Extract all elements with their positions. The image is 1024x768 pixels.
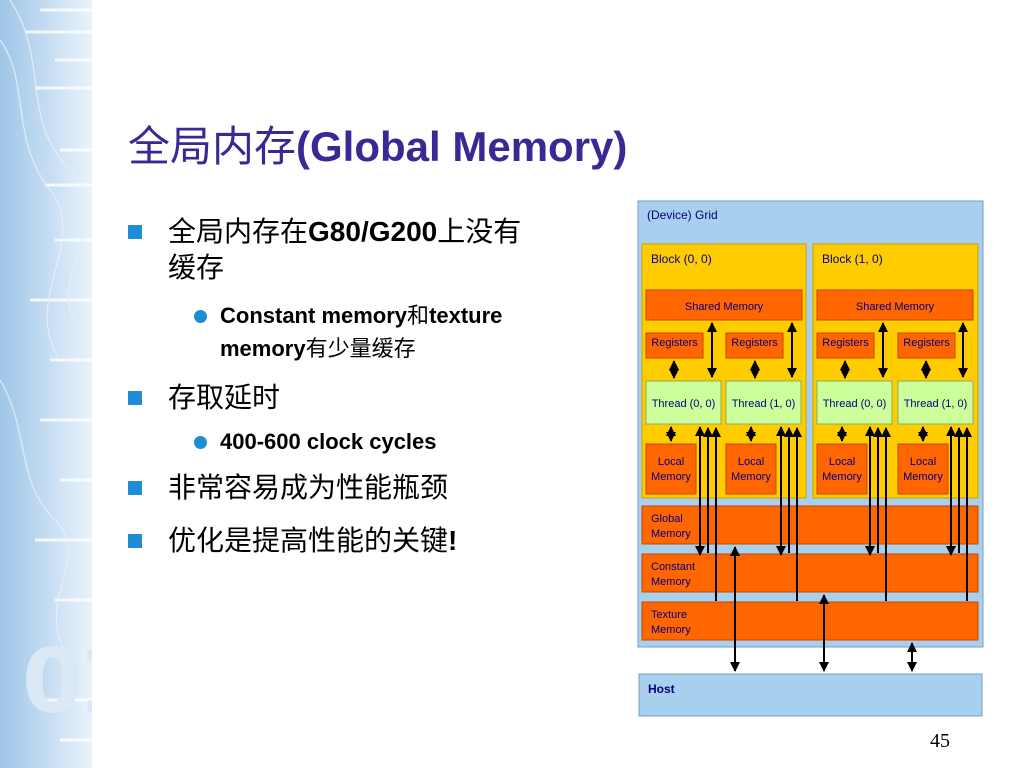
square-bullet-icon bbox=[128, 225, 142, 239]
slide-title: 全局内存(Global Memory) bbox=[128, 112, 627, 182]
bullet-text-bold: ! bbox=[448, 525, 458, 556]
bullet-bottleneck: 非常容易成为性能瓶颈 bbox=[128, 470, 588, 506]
square-bullet-icon bbox=[128, 391, 142, 405]
decorative-lines bbox=[0, 0, 92, 742]
local-memory-label: Memory bbox=[651, 471, 691, 483]
device-grid-label: (Device) Grid bbox=[647, 208, 718, 222]
sub-bullet-text-cn: 和 bbox=[407, 304, 430, 329]
shared-memory-box bbox=[645, 289, 803, 321]
square-bullet-icon bbox=[128, 534, 142, 548]
thread-box bbox=[645, 380, 722, 425]
global-memory-box bbox=[641, 505, 979, 545]
global-memory-label: Global bbox=[651, 513, 683, 525]
registers-box bbox=[725, 332, 784, 359]
sub-bullet-text: Constant memory bbox=[220, 303, 408, 328]
square-bullet-icon bbox=[128, 481, 142, 495]
bullet-text: 非常容易成为性能瓶颈 bbox=[168, 471, 449, 504]
registers-box bbox=[897, 332, 956, 359]
sub-bullet-text-cn: 有少量缓存 bbox=[305, 337, 416, 362]
registers-label: Registers bbox=[731, 337, 778, 349]
title-latin: (Global Memory) bbox=[296, 123, 628, 170]
sub-bullet-text: 400-600 clock cycles bbox=[220, 429, 437, 454]
texture-memory-label: Texture bbox=[651, 609, 687, 621]
bullet-text: 存取延时 bbox=[168, 381, 281, 414]
registers-box bbox=[816, 332, 875, 359]
thread-label: Thread (1, 0) bbox=[904, 398, 968, 410]
title-cn: 全局内存 bbox=[128, 122, 297, 171]
thread-box bbox=[816, 380, 893, 425]
local-memory-label: Local bbox=[658, 456, 684, 468]
local-memory-label: Memory bbox=[903, 471, 943, 483]
diagram-arrows bbox=[666, 322, 972, 672]
sub-bullet-text: texture bbox=[429, 303, 503, 328]
host-box bbox=[638, 673, 983, 717]
global-memory-label: Memory bbox=[651, 528, 691, 540]
constant-memory-label: Constant bbox=[651, 561, 695, 573]
shared-memory-box bbox=[816, 289, 974, 321]
registers-label: Registers bbox=[651, 337, 698, 349]
local-memory-label: Local bbox=[910, 456, 936, 468]
round-bullet-icon bbox=[194, 436, 207, 449]
host-label: Host bbox=[648, 682, 675, 696]
round-bullet-icon bbox=[194, 310, 207, 323]
local-memory-box bbox=[816, 443, 868, 495]
page-number: 45 bbox=[930, 730, 950, 752]
block-label: Block (1, 0) bbox=[822, 252, 883, 266]
block-1-0: Block (1, 0) Shared Memory Registers Reg… bbox=[812, 243, 979, 499]
sub-bullet-text: memory bbox=[220, 336, 306, 361]
bullet-text-line2: 缓存 bbox=[168, 251, 225, 284]
registers-box bbox=[645, 332, 704, 359]
shared-memory-label: Shared Memory bbox=[685, 301, 764, 313]
bullet-text: 全局内存在 bbox=[168, 215, 309, 248]
bullet-optimization-key: 优化是提高性能的关键! bbox=[128, 523, 588, 559]
decorative-side-strip: 01 bbox=[0, 0, 92, 768]
local-memory-label: Local bbox=[829, 456, 855, 468]
bullet-access-latency: 存取延时 bbox=[128, 380, 588, 416]
thread-label: Thread (0, 0) bbox=[652, 398, 716, 410]
local-memory-box bbox=[645, 443, 697, 495]
registers-label: Registers bbox=[903, 337, 950, 349]
bullet-text: 上没有 bbox=[437, 215, 522, 248]
bullet-global-memory-cache: 全局内存在G80/G200上没有 缓存 bbox=[128, 214, 588, 286]
local-memory-box bbox=[725, 443, 777, 495]
sub-bullet-clock-cycles: 400-600 clock cycles bbox=[194, 426, 550, 458]
local-memory-label: Memory bbox=[822, 471, 862, 483]
block-label: Block (0, 0) bbox=[651, 252, 712, 266]
local-memory-box bbox=[897, 443, 949, 495]
thread-box bbox=[725, 380, 802, 425]
texture-memory-label: Memory bbox=[651, 624, 691, 636]
decorative-binary-digits: 01 bbox=[22, 630, 92, 733]
constant-memory-box bbox=[641, 553, 979, 593]
local-memory-label: Local bbox=[738, 456, 764, 468]
thread-label: Thread (1, 0) bbox=[732, 398, 796, 410]
thread-box bbox=[897, 380, 974, 425]
texture-memory-box bbox=[641, 601, 979, 641]
thread-label: Thread (0, 0) bbox=[823, 398, 887, 410]
registers-label: Registers bbox=[822, 337, 869, 349]
sub-bullet-constant-texture: Constant memory和texture memory有少量缓存 bbox=[194, 300, 550, 366]
local-memory-label: Memory bbox=[731, 471, 771, 483]
bullet-text: 优化是提高性能的关键 bbox=[168, 524, 449, 557]
constant-memory-label: Memory bbox=[651, 576, 691, 588]
bullet-text-bold: G80/G200 bbox=[308, 216, 438, 247]
shared-memory-label: Shared Memory bbox=[856, 301, 935, 313]
